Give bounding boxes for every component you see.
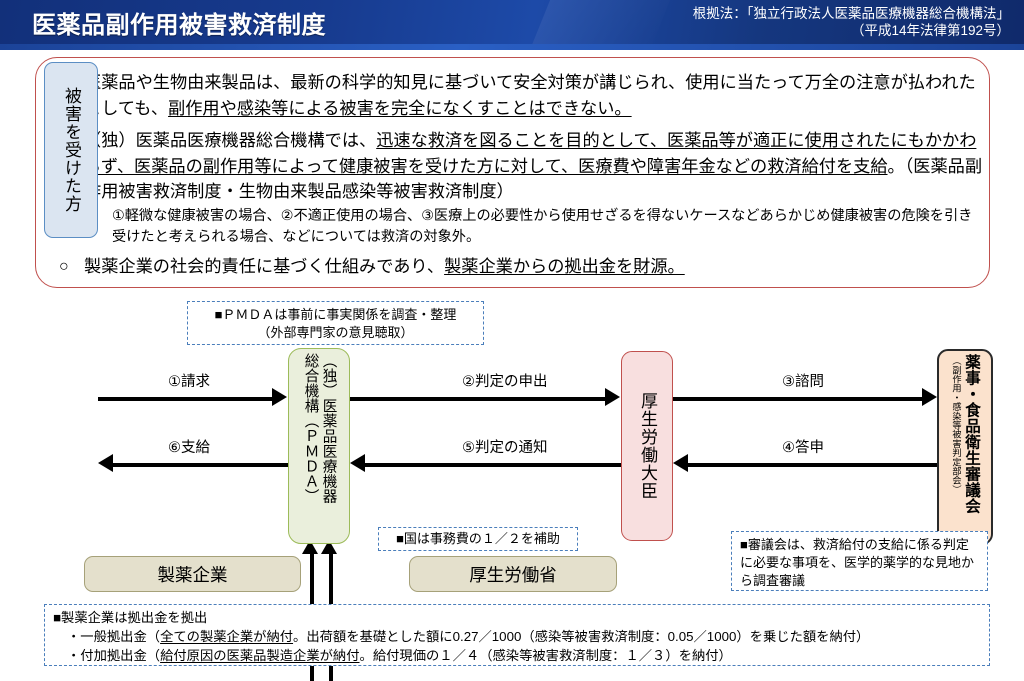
- entity-box-mhlw[interactable]: 厚生労働省: [409, 556, 617, 592]
- annotation-government-subsidy: ■国は事務費の１／２を補助: [378, 527, 578, 551]
- callout-bullet-2-text: （独）医薬品医療機器総合機構では、迅速な救済を図ることを目的として、医薬品等が適…: [84, 128, 984, 205]
- page-title: 医薬品副作用被害救済制度: [32, 12, 326, 39]
- flow-arrow-5: [350, 454, 365, 472]
- bullet-marker: ○: [59, 258, 69, 275]
- flow-line-5: [365, 463, 621, 467]
- contributions-item-2-underlined: 給付原因の医薬品製造企業が納付: [160, 648, 360, 663]
- entity-box-council[interactable]: 薬事・食品衛生審議会 （副作用・感染等被害判定部会）: [937, 349, 993, 545]
- pmda-label-columns: （独）医薬品医療機器 総合機構（ＰＭＤＡ）: [302, 349, 337, 543]
- flow-label-2: ②判定の申出: [462, 374, 548, 390]
- contributions-item-2-rest: 。給付現価の１／４（感染等被害救済制度：１／３）を納付）: [359, 648, 732, 663]
- entity-box-victim[interactable]: 被害を受けた方: [44, 62, 98, 238]
- flow-line-6: [113, 463, 290, 467]
- annotation-council-role-text: ■審議会は、救済給付の支給に係る判定に必要な事項を、医学的薬学的な見地から調査審…: [740, 537, 975, 588]
- contributions-item-1-underlined: 全ての製薬企業が納付: [160, 629, 294, 644]
- entity-box-pharma-company[interactable]: 製薬企業: [84, 556, 301, 592]
- annotation-council-role: ■審議会は、救済給付の支給に係る判定に必要な事項を、医学的薬学的な見地から調査審…: [731, 531, 988, 591]
- flow-arrow-4: [673, 454, 688, 472]
- underlined-segment: 迅速な救済を図ることを目的として、医薬品等が適正に使用されたにもかかわらず、医薬…: [84, 130, 977, 176]
- callout-bullet-3-text: 製薬企業の社会的責任に基づく仕組みであり、製薬企業からの拠出金を財源。: [84, 254, 685, 280]
- council-label-columns: 薬事・食品衛生審議会 （副作用・感染等被害判定部会）: [950, 351, 980, 543]
- contributions-heading: ■製薬企業は拠出金を拠出: [53, 610, 208, 625]
- callout-bullet-2: ○ （独）医薬品医療機器総合機構では、迅速な救済を図ることを目的として、医薬品等…: [54, 128, 984, 205]
- contributions-item-2-prefix: ・付加拠出金（: [67, 648, 161, 663]
- summary-callout: ○ 医薬品や生物由来製品は、最新の科学的知見に基づいて安全対策が講じられ、使用に…: [35, 57, 990, 288]
- flow-line-3: [673, 397, 923, 401]
- flow-line-2: [350, 397, 606, 401]
- underlined-segment: 製薬企業からの拠出金を財源。: [444, 256, 685, 276]
- plain-segment: 。（医薬品副作用被害救済制度・生物由来製品感染等被害救済制度）: [84, 155, 983, 202]
- entity-box-pmda[interactable]: （独）医薬品医療機器 総合機構（ＰＭＤＡ）: [288, 348, 350, 544]
- callout-bullet-3: ○ 製薬企業の社会的責任に基づく仕組みであり、製薬企業からの拠出金を財源。: [54, 254, 954, 280]
- flow-arrow-3: [922, 388, 937, 406]
- flow-arrow-2: [605, 388, 620, 406]
- callout-note-text: ①軽微な健康被害の場合、②不適正使用の場合、③医療上の必要性から使用せざるを得な…: [112, 208, 973, 245]
- callout-bullet-1: ○ 医薬品や生物由来製品は、最新の科学的知見に基づいて安全対策が講じられ、使用に…: [54, 70, 979, 121]
- callout-exclusion-note: ※ ①軽微な健康被害の場合、②不適正使用の場合、③医療上の必要性から使用せざるを…: [86, 206, 976, 248]
- flow-label-5: ⑤判定の通知: [462, 440, 548, 456]
- entity-label-mhlw: 厚生労働省: [469, 564, 557, 585]
- plain-segment: （独）医薬品医療機器総合機構では、: [84, 130, 377, 150]
- underlined-segment: 副作用や感染等による被害を完全になくすことはできない。: [168, 97, 632, 118]
- annotation-pmda-prescreen: ■ＰＭＤＡは事前に事実関係を調査・整理 （外部専門家の意見聴取）: [187, 301, 484, 345]
- header-law-line-1: 根拠法：「独立行政法人医薬品医療機器総合機構法」: [692, 6, 1010, 21]
- flow-label-6: ⑥支給: [168, 440, 210, 456]
- entity-box-minister[interactable]: 厚生労働大臣: [621, 351, 673, 541]
- plain-segment: 医薬品や生物由来製品は、最新の科学的知見に基づいて安全対策が講じられ、使用に当た…: [84, 72, 976, 118]
- flow-arrow-6: [98, 454, 113, 472]
- annotation-contributions: ■製薬企業は拠出金を拠出 ・一般拠出金（全ての製薬企業が納付。出荷額を基礎とした…: [44, 604, 990, 666]
- entity-label-minister: 厚生労働大臣: [638, 392, 657, 500]
- contributions-item-1-prefix: ・一般拠出金（: [67, 629, 161, 644]
- flow-label-1: ①請求: [168, 374, 210, 390]
- annotation-pmda-line-2: （外部専門家の意見聴取）: [257, 325, 414, 340]
- entity-label-pharma-company: 製薬企業: [157, 564, 228, 585]
- page-header: 医薬品副作用被害救済制度 根拠法：「独立行政法人医薬品医療機器総合機構法」 （平…: [0, 0, 1024, 44]
- header-law-line-2: （平成14年法律第192号）: [850, 23, 1010, 38]
- callout-bullet-1-text: 医薬品や生物由来製品は、最新の科学的知見に基づいて安全対策が講じられ、使用に当た…: [84, 70, 979, 121]
- contributions-item-1-rest: 。出荷額を基礎とした額に0.27／1000（感染等被害救済制度：0.05／100…: [293, 629, 870, 644]
- flow-label-4: ④答申: [782, 440, 824, 456]
- entity-label-pmda-left: 総合機構（ＰＭＤＡ）: [302, 353, 319, 504]
- header-law-reference: 根拠法：「独立行政法人医薬品医療機器総合機構法」 （平成14年法律第192号）: [693, 5, 1010, 39]
- entity-label-pmda-right: （独）医薬品医療機器: [320, 353, 337, 504]
- entity-label-victim: 被害を受けた方: [62, 87, 81, 213]
- annotation-pmda-line-1: ■ＰＭＤＡは事前に事実関係を調査・整理: [214, 307, 457, 322]
- contributions-item-2: ・付加拠出金（給付原因の医薬品製造企業が納付。給付現価の１／４（感染等被害救済制…: [53, 646, 981, 665]
- flow-label-3: ③諮問: [782, 374, 824, 390]
- flow-arrow-1: [272, 388, 287, 406]
- flow-line-1: [98, 397, 273, 401]
- flow-line-4: [688, 463, 938, 467]
- plain-segment: 製薬企業の社会的責任に基づく仕組みであり、: [84, 256, 445, 276]
- contributions-item-1: ・一般拠出金（全ての製薬企業が納付。出荷額を基礎とした額に0.27／1000（感…: [53, 627, 981, 646]
- entity-label-council-sub: （副作用・感染等被害判定部会）: [951, 356, 961, 494]
- annotation-government-subsidy-text: ■国は事務費の１／２を補助: [396, 531, 560, 546]
- entity-label-council-main: 薬事・食品衛生審議会: [963, 354, 980, 514]
- header-divider: [0, 44, 1024, 50]
